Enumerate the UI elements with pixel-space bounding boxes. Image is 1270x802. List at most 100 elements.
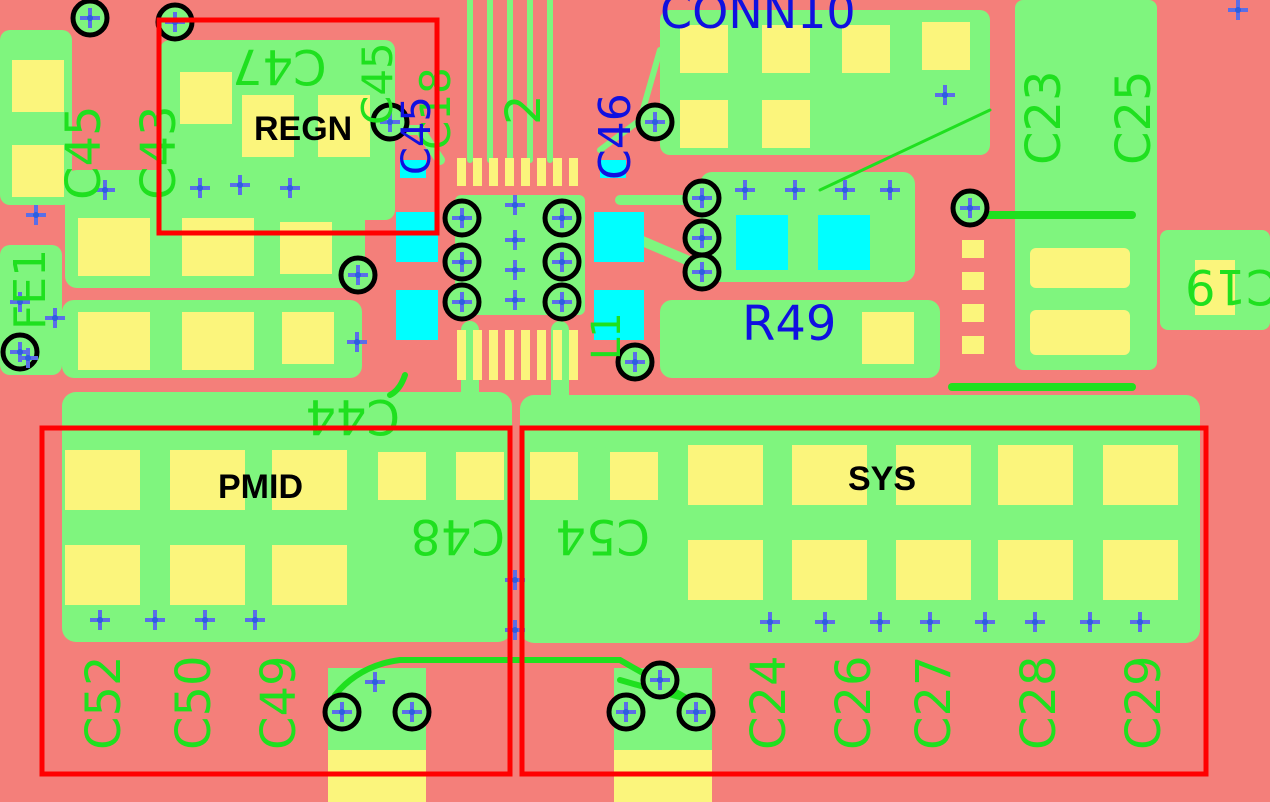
designator-c49: C49 (251, 655, 307, 750)
pad (896, 540, 971, 600)
designator-c19: C19 (1185, 258, 1270, 314)
trace-pmid (421, 321, 479, 449)
pad (610, 452, 658, 500)
via-drill (822, 619, 828, 625)
pmid-label: PMID (218, 468, 303, 506)
via-drill (202, 617, 208, 623)
pads (12, 22, 1235, 802)
via-drill (559, 259, 565, 265)
designator-c50: C50 (166, 655, 222, 750)
pad (282, 312, 334, 364)
pad (680, 100, 728, 148)
via-drill (512, 237, 518, 243)
via-drill (512, 627, 518, 633)
designator-c46: C46 (590, 93, 641, 180)
pad (862, 312, 914, 364)
designator-c44: C44 (305, 388, 400, 444)
via-drill (623, 709, 629, 715)
pad (792, 445, 867, 505)
via-drill (287, 185, 293, 191)
via-drill (699, 195, 705, 201)
via-drill (512, 577, 518, 583)
via-drill (512, 202, 518, 208)
designator-c26: C26 (826, 655, 882, 750)
designator-c45-blue: C45 (394, 96, 440, 175)
via-drill (652, 119, 658, 125)
via-drill (657, 677, 663, 683)
pad (1103, 540, 1178, 600)
pad (170, 450, 245, 510)
pad (12, 60, 64, 112)
designator-c29: C29 (1116, 655, 1172, 750)
pad (962, 304, 984, 322)
pad (12, 145, 64, 197)
pad (680, 25, 728, 73)
sys-label: SYS (848, 460, 916, 498)
via-drill (742, 187, 748, 193)
regn-highlight-box (156, 17, 440, 236)
cyan-pads (396, 160, 870, 340)
pad (456, 452, 504, 500)
via-drill (1087, 619, 1093, 625)
via-drill (197, 185, 203, 191)
pmid-highlight-box (39, 425, 513, 777)
via-drill (355, 272, 361, 278)
pad (792, 540, 867, 600)
pad (922, 22, 970, 70)
via-drill (354, 339, 360, 345)
designator-c28: C28 (1011, 655, 1067, 750)
pad (762, 100, 810, 148)
via-drill (693, 709, 699, 715)
via-drill (459, 259, 465, 265)
conn-pour (660, 10, 990, 155)
via-drill (559, 299, 565, 305)
via-drill (102, 187, 108, 193)
designator-r49: R49 (742, 296, 836, 352)
vias (0, 0, 1248, 732)
via-drill (17, 299, 23, 305)
via-drill (152, 617, 158, 623)
pad (272, 545, 347, 605)
via-drill (887, 187, 893, 193)
designator-l1: L1 (584, 312, 630, 360)
via-drill (967, 205, 973, 211)
pad (318, 95, 370, 157)
via-drill (699, 235, 705, 241)
via-drill (512, 297, 518, 303)
pad (182, 218, 254, 276)
designator-c25: C25 (1106, 70, 1162, 165)
pad (65, 545, 140, 605)
designator-c45-center: C45 (353, 42, 402, 125)
via-drill (372, 679, 378, 685)
pad (182, 312, 254, 370)
pad (998, 540, 1073, 600)
designator-fe: FE1 (5, 249, 56, 330)
via-drill (1032, 619, 1038, 625)
pad (242, 95, 294, 157)
via-drill (459, 299, 465, 305)
designator-c24: C24 (741, 655, 797, 750)
pad (762, 25, 810, 73)
via-drill (33, 212, 39, 218)
pad (1030, 248, 1130, 288)
via-drill (17, 349, 23, 355)
designator-c45-left: C45 (56, 105, 112, 200)
designator-c48: C48 (410, 508, 505, 564)
via-drill (982, 619, 988, 625)
pad (170, 545, 245, 605)
pad (1030, 310, 1130, 355)
highlight-boxes (39, 17, 1209, 777)
via-drill (387, 119, 393, 125)
via-drill (252, 617, 258, 623)
pad (998, 445, 1073, 505)
via-drill (942, 92, 948, 98)
via-drill (237, 182, 243, 188)
pad (962, 272, 984, 290)
pad (78, 312, 150, 370)
via-drill (877, 619, 883, 625)
pad (1103, 445, 1178, 505)
designator-c23: C23 (1016, 70, 1072, 165)
via-drill (1235, 7, 1241, 13)
regn-label: REGN (254, 110, 352, 148)
pad (842, 25, 890, 73)
